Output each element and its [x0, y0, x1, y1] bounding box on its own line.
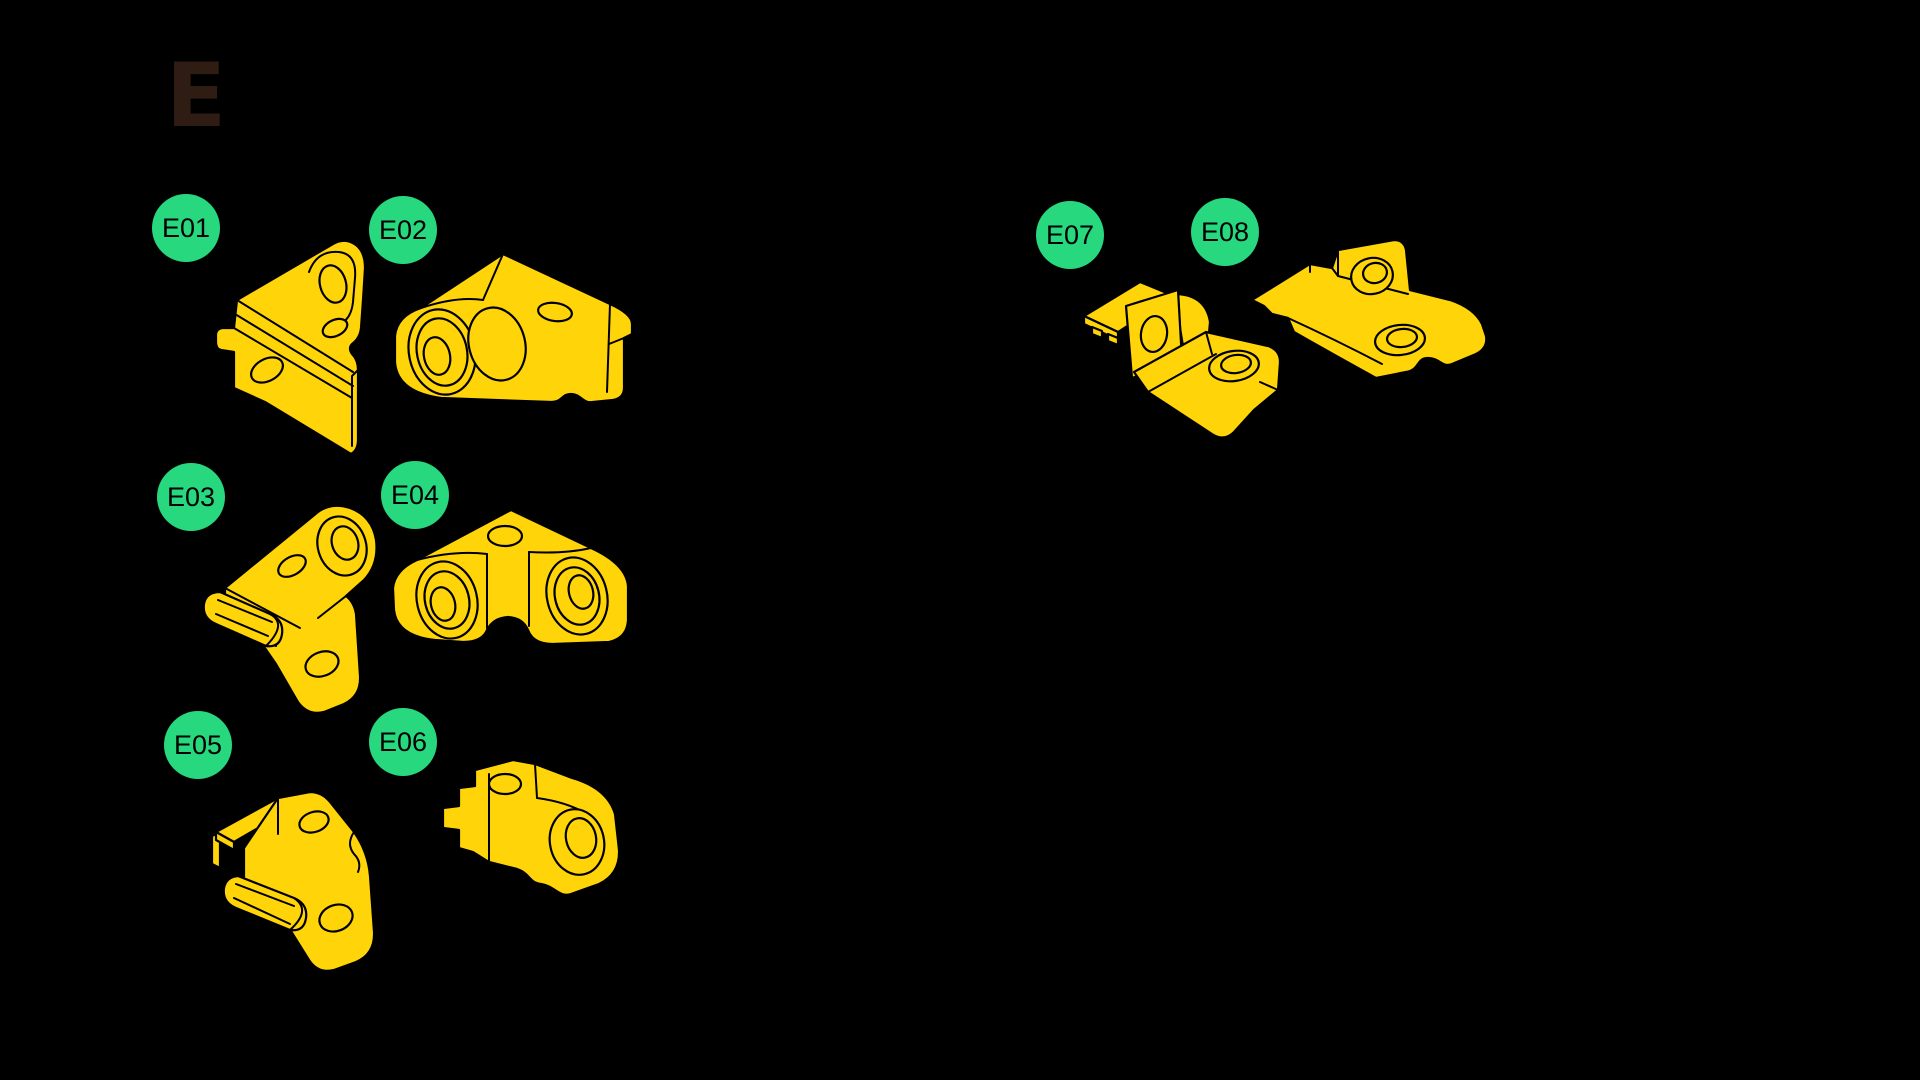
part-e01-illustration [214, 240, 367, 456]
part-e07-illustration [1082, 280, 1282, 439]
part-badge-e06: E06 [369, 708, 437, 776]
part-e03-illustration [202, 504, 378, 714]
part-badge-e08: E08 [1191, 198, 1259, 266]
part-badge-e04: E04 [381, 461, 449, 529]
part-badge-e07: E07 [1036, 201, 1104, 269]
part-badge-e03: E03 [157, 463, 225, 531]
part-e04-illustration [391, 508, 630, 646]
part-e06-illustration [441, 758, 621, 896]
section-letter: E [166, 44, 226, 147]
part-badge-e05: E05 [164, 711, 232, 779]
part-e02-illustration [393, 252, 634, 404]
part-e05-illustration [212, 792, 376, 972]
part-badge-e02: E02 [369, 196, 437, 264]
part-badge-e01: E01 [152, 194, 220, 262]
part-e08-illustration [1250, 238, 1488, 380]
